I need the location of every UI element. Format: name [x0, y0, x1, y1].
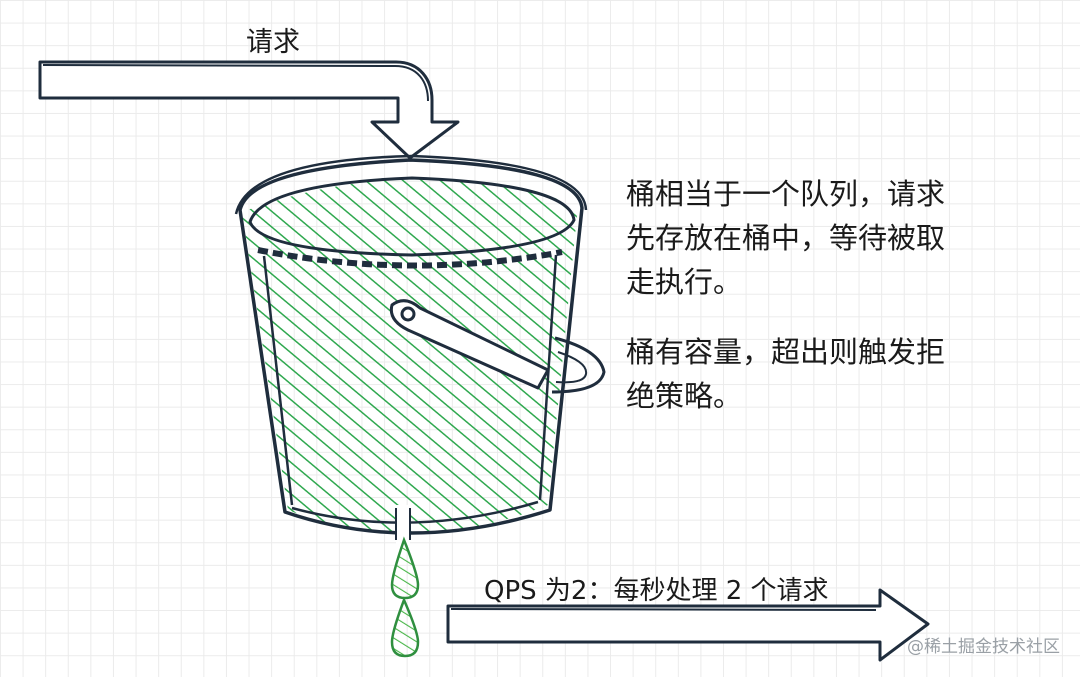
request-arrow: [38, 60, 460, 160]
bucket-description: 桶相当于一个队列，请求 先存放在桶中，等待被取 走执行。: [626, 177, 946, 299]
bucket-rim: [248, 176, 576, 257]
process-arrow: [446, 588, 930, 662]
bucket-body: [238, 158, 584, 535]
bucket-handle: [389, 299, 550, 390]
bucket-fill: [242, 179, 578, 534]
qps-label: QPS 为2：每秒处理 2 个请求: [484, 576, 829, 606]
bucket-band: [257, 247, 563, 269]
capacity-description: 桶有容量，超出则触发拒 绝策略。: [626, 335, 946, 413]
bucket: [234, 154, 606, 545]
watermark: @稀土掘金技术社区: [907, 637, 1060, 657]
request-label: 请求: [246, 27, 300, 58]
water-drops: [390, 536, 420, 658]
water-drop: [390, 596, 420, 658]
water-drop: [390, 536, 420, 600]
bucket-ear: [551, 336, 606, 394]
